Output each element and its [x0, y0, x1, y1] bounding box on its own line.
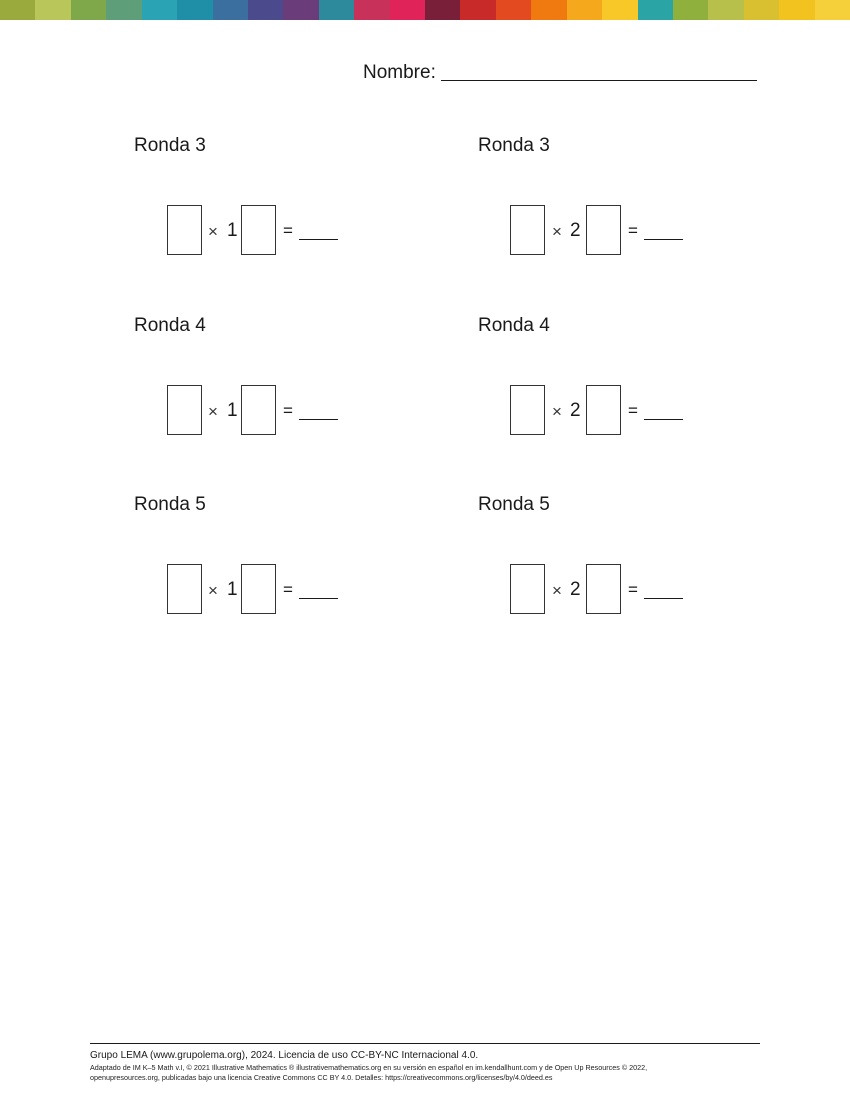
- times-sign: ×: [208, 402, 218, 421]
- footer-attribution-line-1: Adaptado de IM K–5 Math v.I, © 2021 Illu…: [90, 1063, 648, 1072]
- round-block: Ronda 5 × 1 =: [134, 494, 434, 644]
- factor-number: 1: [227, 220, 238, 241]
- stripe-segment: [177, 0, 213, 20]
- equals-sign: =: [628, 580, 638, 599]
- round-title: Ronda 4: [478, 315, 550, 336]
- equals-sign: =: [628, 221, 638, 240]
- stripe-segment: [35, 0, 71, 20]
- answer-box[interactable]: [241, 385, 276, 435]
- equals-sign: =: [283, 401, 293, 420]
- stripe-segment: [566, 0, 603, 20]
- times-sign: ×: [552, 581, 562, 600]
- color-stripe-banner: [0, 0, 850, 20]
- factor-number: 1: [227, 579, 238, 600]
- stripe-segment: [354, 0, 390, 20]
- stripe-segment: [637, 0, 674, 20]
- stripe-segment: [70, 0, 107, 20]
- round-title: Ronda 5: [134, 494, 206, 515]
- answer-box[interactable]: [241, 564, 276, 614]
- stripe-segment: [141, 0, 178, 20]
- factor-number: 1: [227, 400, 238, 421]
- answer-box[interactable]: [241, 205, 276, 255]
- round-title: Ronda 4: [134, 315, 206, 336]
- stripe-segment: [495, 0, 532, 20]
- answer-box[interactable]: [586, 385, 621, 435]
- round-block: Ronda 3 × 1 =: [134, 135, 434, 285]
- footer-attribution-line-2: openupresources.org, publicadas bajo una…: [90, 1073, 553, 1082]
- times-sign: ×: [208, 222, 218, 241]
- stripe-segment: [460, 0, 496, 20]
- times-sign: ×: [552, 402, 562, 421]
- answer-box[interactable]: [586, 205, 621, 255]
- stripe-segment: [318, 0, 355, 20]
- stripe-segment: [425, 0, 461, 20]
- stripe-segment: [212, 0, 248, 20]
- product-answer-line[interactable]: [299, 419, 338, 420]
- product-answer-line[interactable]: [299, 598, 338, 599]
- times-sign: ×: [552, 222, 562, 241]
- stripe-segment: [247, 0, 284, 20]
- stripe-segment: [531, 0, 567, 20]
- stripe-segment: [283, 0, 319, 20]
- product-answer-line[interactable]: [299, 239, 338, 240]
- factor-number: 2: [570, 220, 581, 241]
- footer-license: Grupo LEMA (www.grupolema.org), 2024. Li…: [90, 1050, 479, 1061]
- stripe-segment: [814, 0, 850, 20]
- stripe-segment: [106, 0, 142, 20]
- round-title: Ronda 5: [478, 494, 550, 515]
- stripe-segment: [0, 0, 36, 20]
- answer-box[interactable]: [167, 205, 202, 255]
- times-sign: ×: [208, 581, 218, 600]
- round-title: Ronda 3: [478, 135, 550, 156]
- stripe-segment: [779, 0, 815, 20]
- product-answer-line[interactable]: [644, 239, 683, 240]
- factor-number: 2: [570, 579, 581, 600]
- name-field: Nombre:: [363, 58, 763, 84]
- equals-sign: =: [628, 401, 638, 420]
- equals-sign: =: [283, 221, 293, 240]
- round-block: Ronda 3 × 2 =: [478, 135, 778, 285]
- name-label: Nombre:: [363, 62, 436, 83]
- equals-sign: =: [283, 580, 293, 599]
- stripe-segment: [708, 0, 744, 20]
- footer-divider: [90, 1043, 760, 1044]
- round-block: Ronda 5 × 2 =: [478, 494, 778, 644]
- stripe-segment: [743, 0, 780, 20]
- factor-number: 2: [570, 400, 581, 421]
- round-block: Ronda 4 × 1 =: [134, 315, 434, 465]
- name-write-line[interactable]: [440, 80, 757, 81]
- stripe-segment: [602, 0, 638, 20]
- stripe-segment: [389, 0, 426, 20]
- product-answer-line[interactable]: [644, 598, 683, 599]
- product-answer-line[interactable]: [644, 419, 683, 420]
- answer-box[interactable]: [586, 564, 621, 614]
- answer-box[interactable]: [510, 564, 545, 614]
- answer-box[interactable]: [167, 564, 202, 614]
- round-title: Ronda 3: [134, 135, 206, 156]
- answer-box[interactable]: [510, 205, 545, 255]
- stripe-segment: [673, 0, 709, 20]
- round-block: Ronda 4 × 2 =: [478, 315, 778, 465]
- answer-box[interactable]: [510, 385, 545, 435]
- answer-box[interactable]: [167, 385, 202, 435]
